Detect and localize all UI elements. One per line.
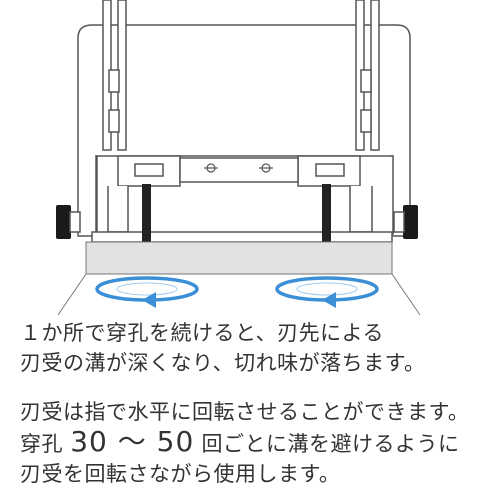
punch-body bbox=[77, 0, 411, 243]
punch-blade bbox=[142, 184, 331, 242]
side-knob bbox=[56, 205, 418, 239]
count-min: 30 bbox=[70, 425, 108, 458]
count-max: 50 bbox=[156, 425, 195, 458]
paragraph-rotation-instructions: 刃受は指で水平に回転させることができます。 穿孔 30 ～ 50 回ごとに溝を避… bbox=[20, 397, 469, 489]
screw-icon bbox=[204, 163, 273, 173]
paragraph-line: 刃受の溝が深くなり、切れ味が落ちます。 bbox=[20, 351, 426, 375]
paragraph-groove-warning: １か所で穿孔を続けると、刃先による 刃受の溝が深くなり、切れ味が落ちます。 bbox=[20, 318, 426, 378]
paragraph-line: １か所で穿孔を続けると、刃先による bbox=[20, 321, 385, 345]
paragraph-line: 刃受を回転さながら使用します。 bbox=[20, 462, 341, 486]
paragraph-line: 刃受は指で水平に回転させることができます。 bbox=[20, 400, 470, 424]
count-tilde: ～ bbox=[107, 425, 157, 458]
paragraph-line-count: 穿孔 30 ～ 50 回ごとに溝を避けるように bbox=[20, 427, 469, 459]
blade-holder bbox=[57, 241, 421, 316]
punch-blade-holder-illustration bbox=[56, 0, 421, 316]
count-prefix: 穿孔 bbox=[20, 432, 71, 456]
count-suffix: 回ごとに溝を避けるように bbox=[194, 432, 460, 456]
